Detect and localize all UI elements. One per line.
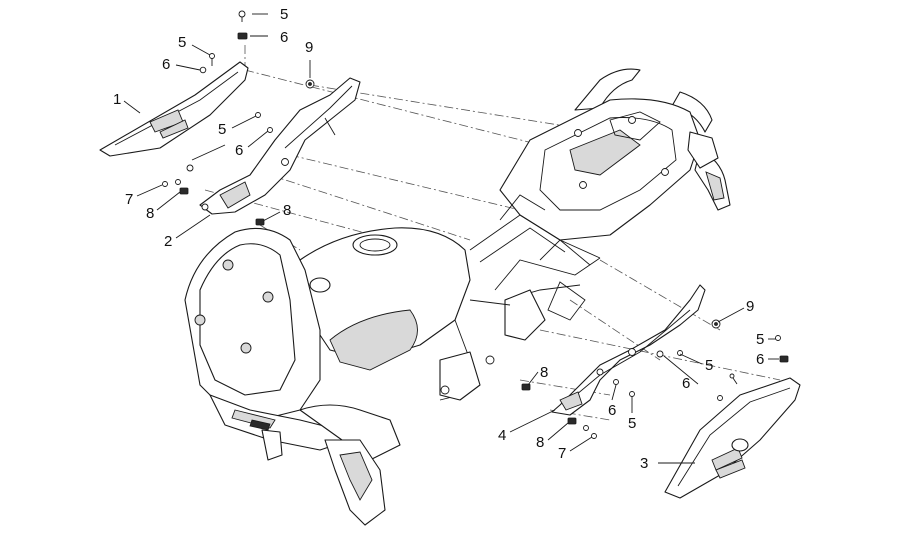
washer-icon	[583, 425, 589, 431]
callout-6: 6	[682, 375, 690, 392]
callout-6: 6	[235, 142, 243, 159]
callout-leader-lines	[123, 13, 779, 464]
callout-1: 1	[113, 91, 121, 108]
clip-nut-icon	[567, 417, 577, 425]
screw-icon	[238, 10, 246, 22]
callout-5: 5	[280, 6, 288, 23]
callout-8: 8	[536, 434, 544, 451]
callout-8: 8	[540, 364, 548, 381]
callout-2: 2	[164, 233, 172, 250]
callout-9: 9	[305, 39, 313, 56]
washer-icon	[656, 350, 664, 358]
washer-icon	[717, 395, 723, 401]
screw-icon	[162, 181, 168, 187]
callout-5: 5	[756, 331, 764, 348]
callout-labels: 5 6 5 6 9 1 5 6 7 8 2 8 9 5 6 5 6 3 6 5 …	[113, 6, 764, 472]
callout-8: 8	[146, 205, 154, 222]
part-1-left-side-cover	[99, 61, 249, 157]
washer-icon	[186, 164, 194, 172]
clip-nut-icon	[521, 383, 531, 391]
washer-icon	[175, 179, 181, 185]
callout-6: 6	[608, 402, 616, 419]
callout-3: 3	[640, 455, 648, 472]
part-4-right-bracket	[551, 284, 706, 416]
callout-5: 5	[628, 415, 636, 432]
hardware-fasteners	[162, 10, 789, 439]
clip-nut-icon	[779, 355, 789, 363]
part-2-left-bracket	[199, 77, 361, 215]
callout-5: 5	[218, 121, 226, 138]
screw-icon	[255, 112, 261, 118]
callout-6: 6	[162, 56, 170, 73]
part-3-right-side-cover	[664, 377, 801, 499]
clip-nut-icon	[255, 218, 265, 226]
callout-5: 5	[705, 357, 713, 374]
screw-icon	[591, 433, 597, 439]
screw-icon	[775, 335, 781, 341]
grommet-icon	[305, 79, 315, 89]
clip-nut-icon	[179, 187, 189, 195]
callout-4: 4	[498, 427, 506, 444]
callout-7: 7	[558, 445, 566, 462]
washer-icon	[199, 66, 207, 74]
clip-nut-icon	[237, 32, 248, 40]
screw-icon	[209, 53, 215, 66]
callout-8: 8	[283, 202, 291, 219]
callout-9: 9	[746, 298, 754, 315]
screw-icon	[729, 373, 738, 385]
screw-icon	[629, 391, 635, 397]
callout-5: 5	[178, 34, 186, 51]
callout-6: 6	[280, 29, 288, 46]
callout-7: 7	[125, 191, 133, 208]
screw-icon	[267, 127, 273, 133]
callout-6: 6	[756, 351, 764, 368]
motorcycle-frame-assembly	[184, 68, 731, 526]
screw-icon	[613, 379, 619, 385]
